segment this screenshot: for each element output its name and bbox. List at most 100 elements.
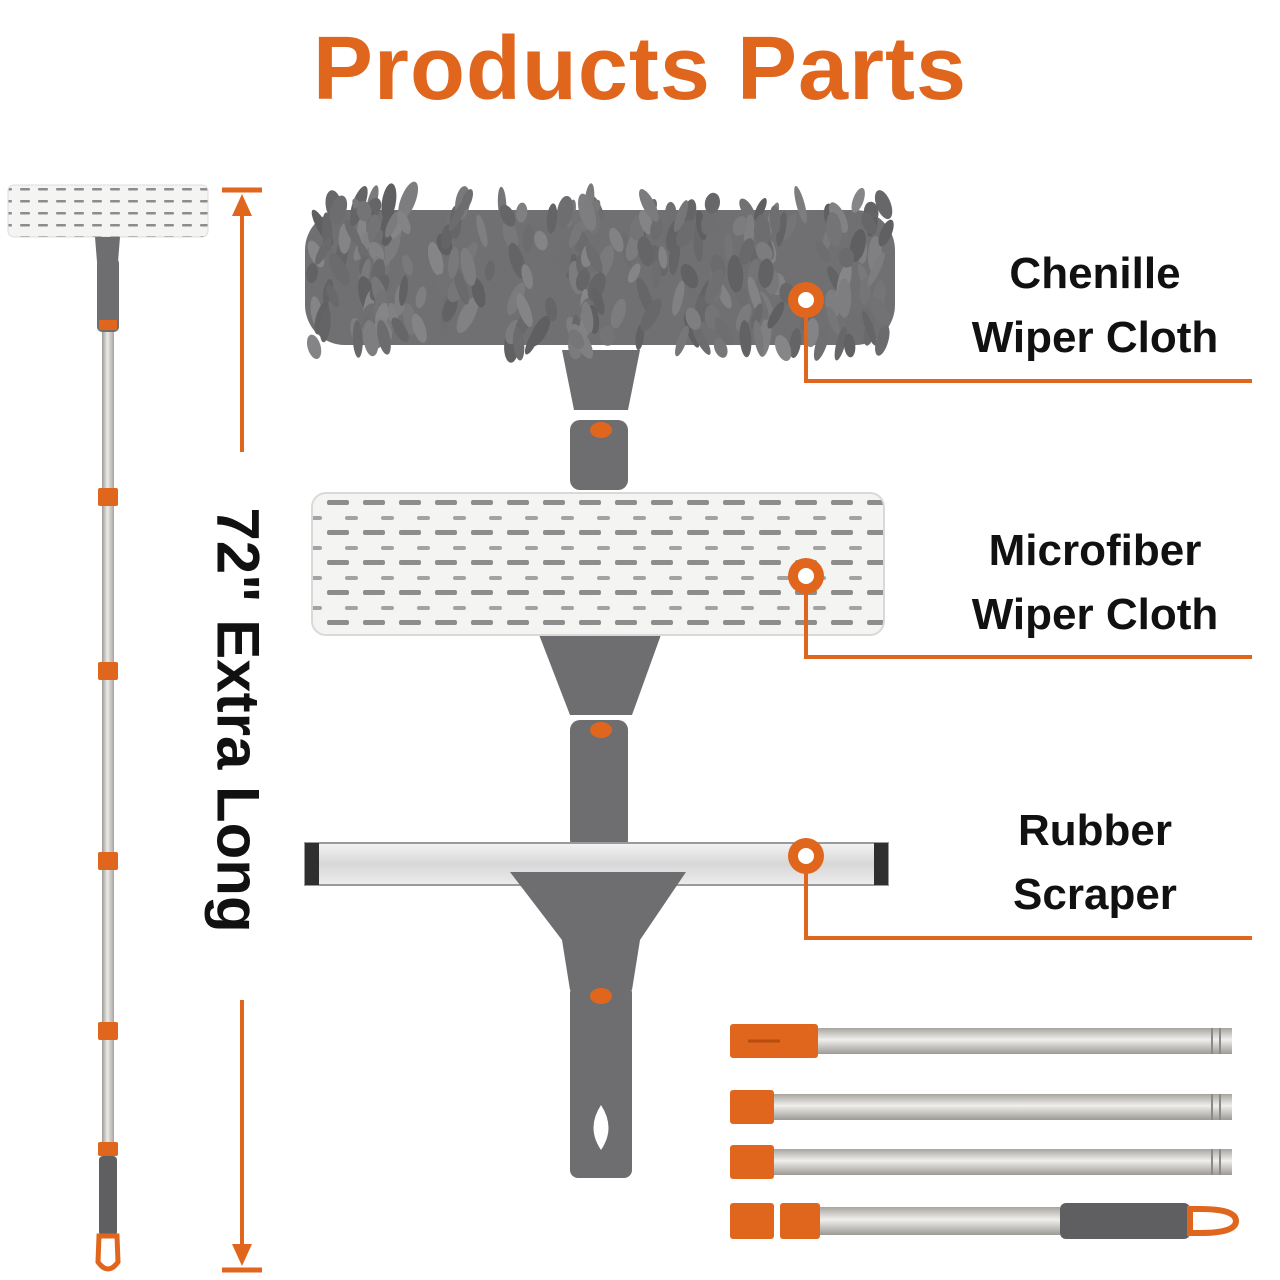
- chenille-tuft: [754, 214, 771, 247]
- pole-segment-1: [730, 1024, 1232, 1058]
- chenille-tuft: [398, 181, 419, 220]
- chenille-tuft: [665, 201, 677, 225]
- chenille-tuft: [306, 263, 318, 284]
- chenille-tuft: [704, 192, 721, 214]
- part-label-rubber: Rubber Scraper: [940, 799, 1250, 927]
- part-label-chenille: Chenille Wiper Cloth: [940, 242, 1250, 370]
- chenille-tuft: [704, 268, 724, 304]
- chenille-tuft: [627, 263, 641, 283]
- assembled-tool: [7, 184, 209, 1272]
- part-label-microfiber-line1: Microfiber: [988, 526, 1202, 575]
- chenille-tuft: [385, 211, 400, 238]
- chenille-tuft: [739, 238, 755, 266]
- rubber-scraper: [304, 842, 889, 1178]
- chenille-tuft: [651, 259, 661, 289]
- chenille-tuft: [769, 205, 781, 235]
- length-dimension-arrow: [222, 187, 262, 1273]
- chenille-tuft: [585, 243, 603, 274]
- chenille-tuft: [758, 258, 774, 288]
- chenille-tuft: [609, 227, 624, 253]
- chenille-tuft: [356, 200, 372, 222]
- chenille-tuft: [878, 219, 894, 247]
- chenille-tuft: [435, 273, 450, 296]
- chenille-tuft: [326, 284, 340, 308]
- chenille-tuft: [658, 246, 668, 269]
- chenille-tuft: [484, 260, 495, 281]
- chenille-tuft: [502, 220, 519, 250]
- chenille-tuft: [402, 254, 413, 276]
- chenille-tuft: [838, 247, 855, 268]
- chenille-tuft: [843, 309, 861, 334]
- chenille-wiper: [305, 181, 895, 490]
- chenille-tuft: [774, 334, 792, 362]
- chenille-tuft: [506, 282, 526, 315]
- chenille-tuft: [508, 242, 526, 279]
- chenille-tuft: [869, 296, 891, 328]
- chenille-tuft: [578, 193, 597, 232]
- chenille-tuft: [306, 334, 322, 359]
- chenille-tuft: [826, 306, 840, 334]
- chenille-tuft: [344, 219, 362, 247]
- callout-microfiber: [788, 558, 1252, 659]
- chenille-tuft: [368, 241, 385, 263]
- chenille-tuft: [411, 313, 427, 343]
- chenille-tuft: [650, 218, 663, 240]
- chenille-tuft: [849, 229, 866, 262]
- chenille-tuft: [675, 325, 689, 357]
- chenille-tuft: [315, 237, 332, 265]
- part-label-chenille-line1: Chenille: [1009, 249, 1181, 298]
- chenille-tuft: [591, 287, 605, 315]
- chenille-tuft: [516, 293, 533, 327]
- chenille-tuft: [685, 307, 701, 330]
- chenille-tuft: [837, 278, 852, 318]
- chenille-tuft: [672, 280, 685, 316]
- chenille-tuft: [875, 325, 890, 356]
- pole-segment-2: [730, 1090, 1232, 1124]
- chenille-tuft: [448, 246, 459, 280]
- chenille-tuft: [776, 211, 787, 247]
- chenille-tuft: [861, 212, 877, 235]
- chenille-tuft: [456, 296, 479, 334]
- chenille-tuft: [476, 214, 488, 248]
- chenille-tuft: [691, 323, 711, 355]
- chenille-tuft: [732, 215, 748, 236]
- chenille-tuft: [376, 320, 391, 355]
- chenille-tuft: [767, 301, 785, 329]
- chenille-tuft: [352, 320, 363, 358]
- chenille-tuft: [515, 202, 528, 223]
- chenille-tuft: [735, 303, 752, 331]
- chenille-tuft: [781, 213, 797, 240]
- chenille-tuft: [524, 326, 541, 355]
- chenille-tuft: [599, 325, 616, 346]
- chenille-tuft: [471, 278, 486, 308]
- chenille-tuft: [545, 296, 558, 322]
- chenille-tuft: [441, 224, 453, 250]
- chenille-tuft: [673, 200, 689, 233]
- chenille-tuft: [513, 326, 525, 361]
- chenille-tuft: [328, 253, 350, 286]
- chenille-tuft: [755, 241, 773, 262]
- part-label-chenille-line2: Wiper Cloth: [971, 313, 1219, 362]
- chenille-tuft: [813, 323, 830, 361]
- chenille-tuft: [714, 317, 733, 346]
- chenille-tuft: [453, 267, 469, 305]
- chenille-tuft: [874, 190, 893, 220]
- chenille-tuft: [391, 317, 409, 343]
- chenille-tuft: [851, 187, 865, 213]
- chenille-tuft: [363, 320, 379, 357]
- callout-chenille: [788, 282, 1252, 383]
- chenille-tuft: [639, 189, 659, 222]
- chenille-tuft: [388, 272, 405, 302]
- chenille-tuft: [460, 189, 474, 212]
- chenille-tuft: [546, 203, 558, 234]
- chenille-tuft: [415, 286, 427, 309]
- microfiber-wiper: [311, 492, 885, 850]
- page-title: Products Parts: [312, 19, 968, 119]
- chenille-tuft: [834, 326, 847, 361]
- chenille-tuft: [750, 303, 763, 330]
- chenille-tuft: [399, 275, 408, 306]
- chenille-tuft: [724, 233, 733, 263]
- chenille-tuft: [753, 320, 764, 356]
- chenille-tuft: [826, 212, 842, 248]
- part-label-rubber-line1: Rubber: [1018, 806, 1172, 855]
